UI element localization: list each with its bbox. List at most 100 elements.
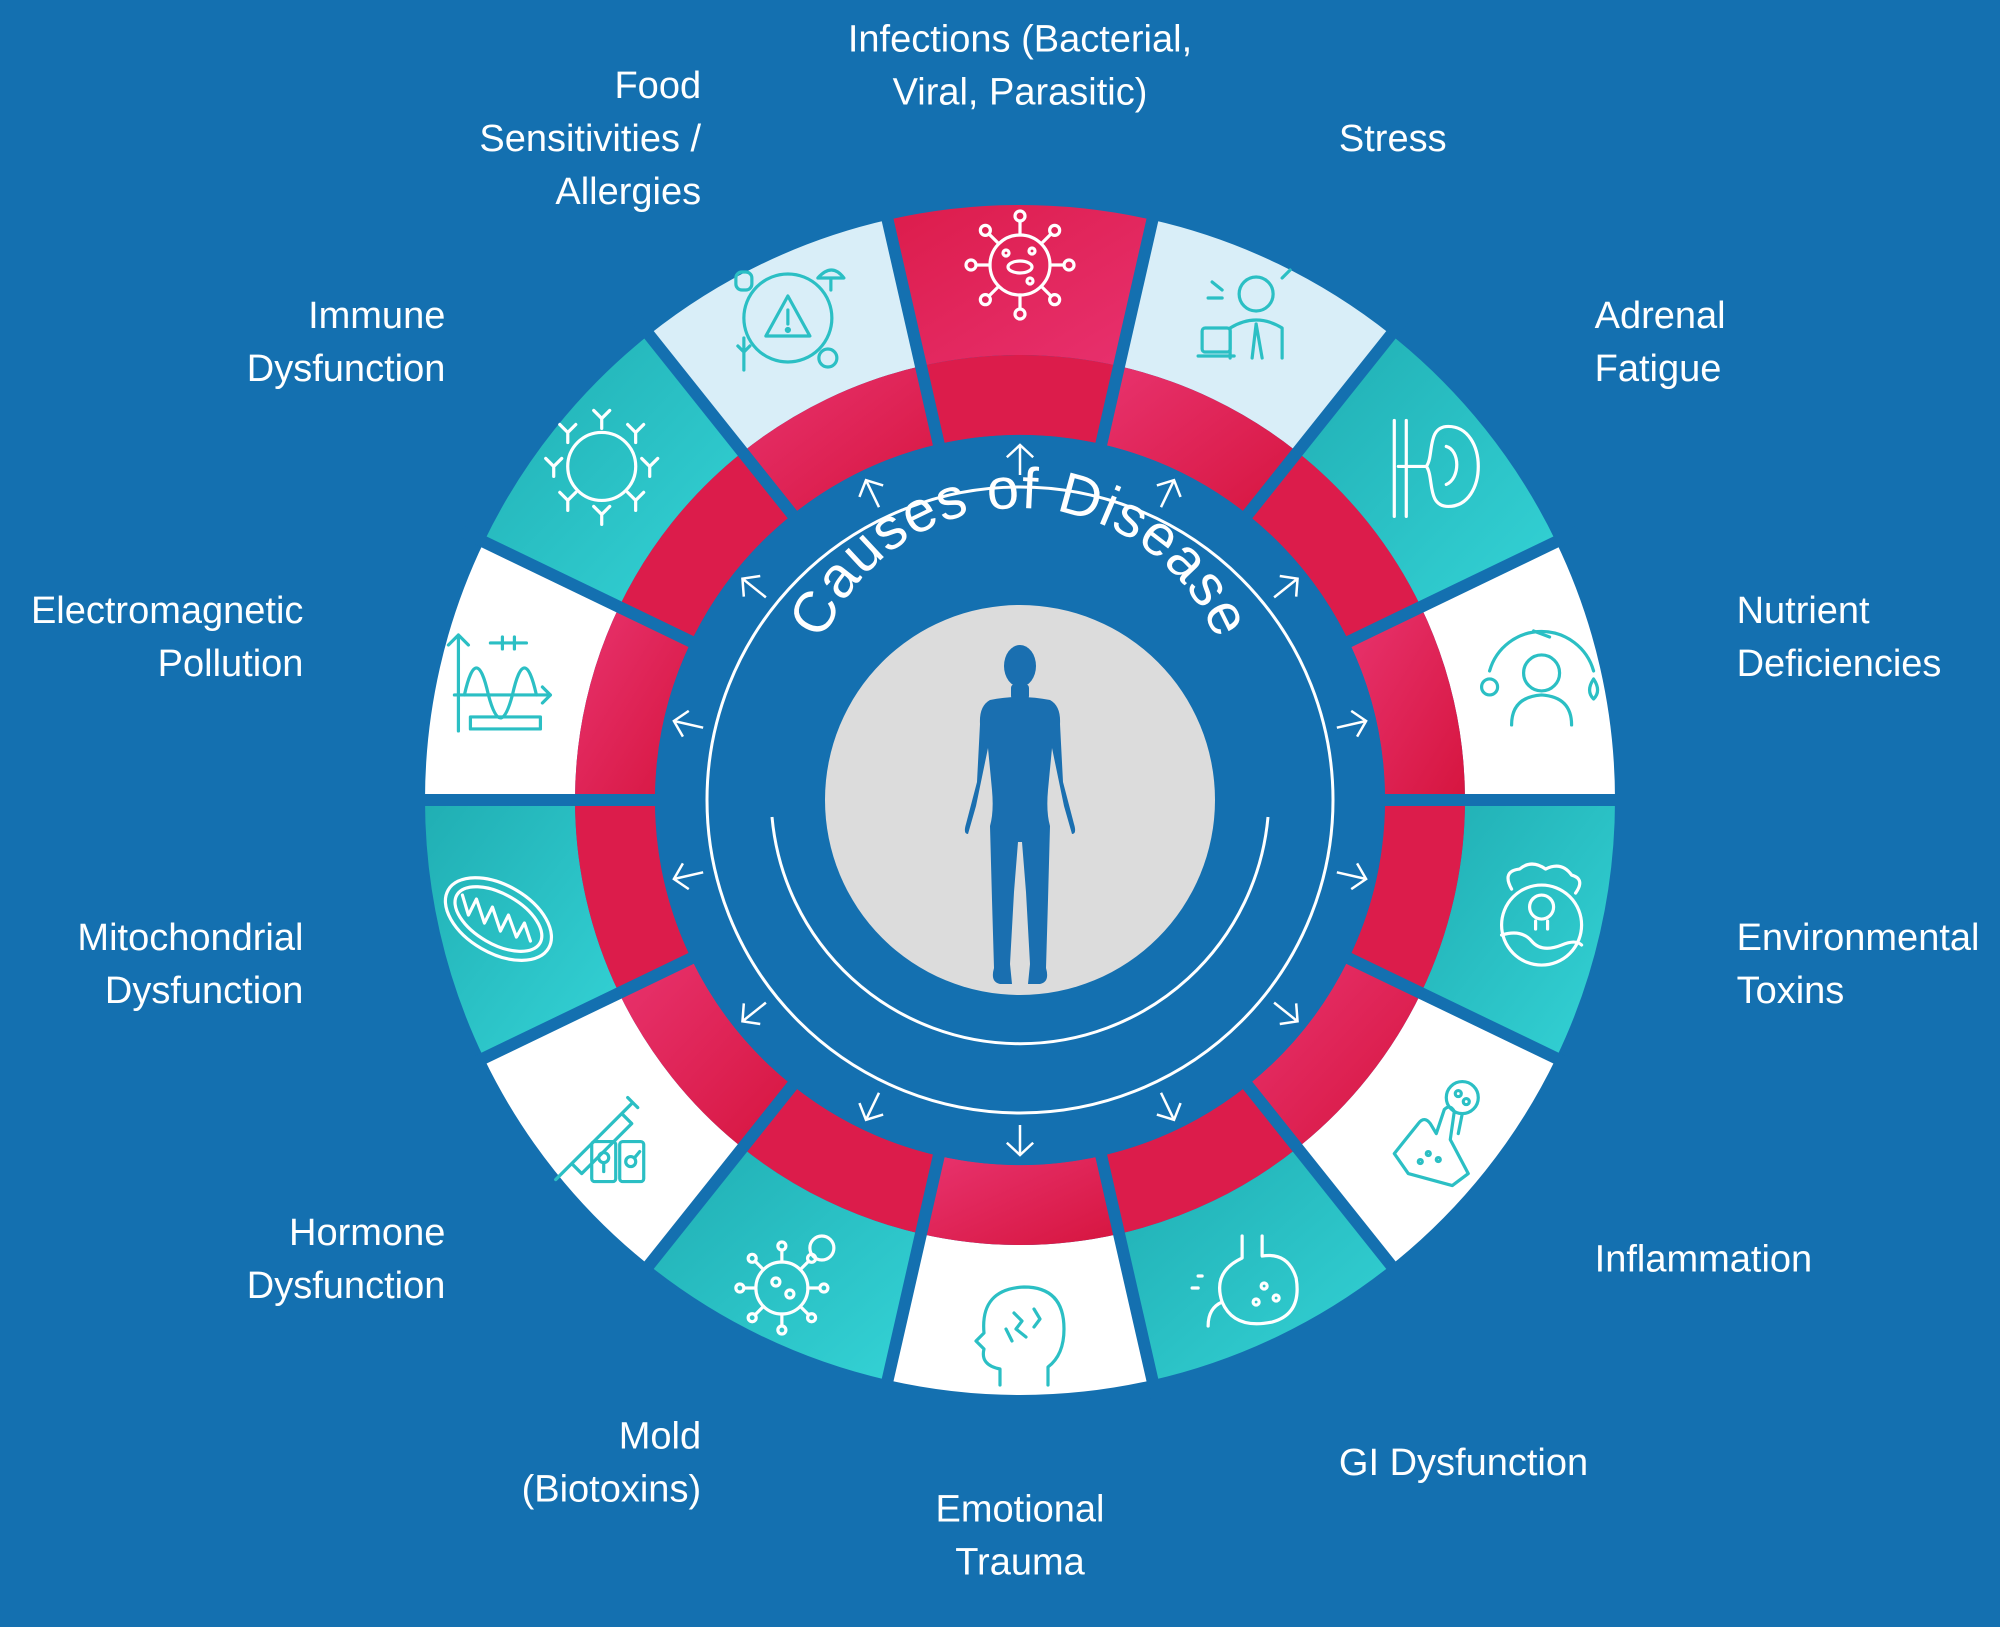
outward-arrow bbox=[673, 719, 704, 729]
hormone-syringe-icon bbox=[554, 1095, 646, 1184]
red-ring-band-food-allergy-warning bbox=[742, 366, 939, 515]
arrow-head bbox=[858, 478, 884, 498]
segment-separator bbox=[1094, 1149, 1164, 1406]
red-ring-band-stressed-person bbox=[1101, 366, 1298, 515]
outward-arrow bbox=[1273, 1001, 1299, 1023]
electromagnetic-wave-icon bbox=[446, 633, 553, 733]
arrow-head bbox=[672, 709, 690, 738]
red-ring-band-head-trauma bbox=[920, 1155, 1120, 1245]
cause-label-line: Viral, Parasitic) bbox=[893, 72, 1148, 114]
cause-label-line: Food bbox=[614, 65, 701, 107]
cause-label-line: Environmental bbox=[1737, 917, 1980, 959]
cause-tile-antibody-ring bbox=[483, 334, 743, 607]
red-ring-band-virus bbox=[920, 354, 1120, 445]
mitochondria-icon bbox=[443, 876, 554, 962]
red-ring-band-toxic-planet bbox=[1348, 800, 1465, 994]
stressed-person-icon bbox=[1196, 268, 1292, 360]
cause-label-line: Infections (Bacterial, bbox=[848, 19, 1192, 61]
cause-tile-inflamed-hand bbox=[1297, 993, 1557, 1266]
mold-spore-icon bbox=[734, 1234, 836, 1336]
cause-label-line: Trauma bbox=[955, 1542, 1085, 1584]
head-trauma-icon bbox=[974, 1285, 1066, 1387]
cause-label-line: Electromagnetic bbox=[31, 590, 303, 632]
cause-label-inflamed-hand: Inflammation bbox=[1595, 1238, 1813, 1280]
segment-separator bbox=[1239, 1077, 1412, 1289]
cause-label-line: Mold bbox=[619, 1416, 701, 1458]
segment-separator bbox=[876, 1149, 946, 1406]
kidney-icon bbox=[1392, 418, 1480, 519]
arrow-head bbox=[1279, 1003, 1299, 1026]
segment-separator bbox=[1094, 194, 1164, 451]
cause-label-line: Immune bbox=[308, 295, 445, 337]
red-ring-band-antibody-ring bbox=[619, 452, 793, 642]
cause-label-stressed-person: Stress bbox=[1339, 118, 1447, 160]
cause-label-line: Stress bbox=[1339, 118, 1447, 160]
segment-separator bbox=[1341, 950, 1582, 1075]
inner-white-ring bbox=[705, 485, 1335, 1115]
cause-label-line: Hormone bbox=[289, 1212, 445, 1254]
outward-arrow bbox=[741, 577, 767, 599]
food-allergy-warning-icon bbox=[734, 268, 846, 372]
cause-label-line: GI Dysfunction bbox=[1339, 1442, 1588, 1484]
cause-label-stomach: GI Dysfunction bbox=[1339, 1442, 1588, 1484]
virus-icon bbox=[964, 209, 1076, 321]
cause-label-line: Dysfunction bbox=[247, 1265, 446, 1307]
cause-label-line: Deficiencies bbox=[1737, 643, 1942, 685]
red-ring-band-stomach bbox=[1101, 1085, 1298, 1234]
toxic-planet-icon bbox=[1499, 862, 1584, 967]
segment-separator bbox=[628, 311, 801, 523]
human-silhouette-icon bbox=[964, 645, 1076, 984]
cause-icons bbox=[443, 209, 1600, 1387]
stomach-icon bbox=[1190, 1234, 1299, 1328]
segment-separator bbox=[628, 1077, 801, 1289]
arrow-head bbox=[1350, 709, 1368, 738]
cause-tile-stomach bbox=[1119, 1147, 1391, 1381]
outward-arrow bbox=[864, 479, 881, 508]
outward-arrow bbox=[1273, 577, 1299, 599]
red-ring-band-mitochondria bbox=[575, 800, 692, 994]
outward-arrows bbox=[672, 443, 1368, 1157]
cause-label-line: Emotional bbox=[936, 1489, 1105, 1531]
cause-tile-toxic-planet bbox=[1420, 800, 1615, 1059]
nutrition-person-icon bbox=[1479, 629, 1600, 727]
arrow-head bbox=[741, 574, 761, 597]
cause-label-line: Sensitivities / bbox=[479, 118, 701, 160]
cause-tile-hormone-syringe bbox=[483, 993, 743, 1266]
cause-label-line: Dysfunction bbox=[247, 348, 446, 390]
segment-separator bbox=[1341, 525, 1582, 650]
antibody-ring-icon bbox=[544, 408, 660, 527]
cause-label-line: Pollution bbox=[158, 643, 304, 685]
cause-tile-virus bbox=[887, 204, 1153, 367]
cause-label-line: Dysfunction bbox=[105, 970, 304, 1012]
segment-separator bbox=[1239, 311, 1412, 523]
cause-label-mold-spore: Mold (Biotoxins) bbox=[522, 1416, 702, 1511]
red-ring-band-electromagnetic-wave bbox=[575, 606, 692, 800]
red-ring-band-inflamed-hand bbox=[1247, 958, 1421, 1148]
cause-label-line: Fatigue bbox=[1595, 348, 1722, 390]
arrow-head bbox=[1005, 1141, 1035, 1157]
cause-label-line: (Biotoxins) bbox=[522, 1469, 702, 1511]
outward-arrow bbox=[1159, 1092, 1176, 1121]
arrow-head bbox=[741, 1003, 761, 1026]
cause-label-line: Toxins bbox=[1737, 970, 1845, 1012]
arrow-head bbox=[1005, 443, 1035, 459]
outward-arrow bbox=[1336, 871, 1367, 881]
segment-separator bbox=[458, 525, 699, 650]
cause-label-line: Nutrient bbox=[1737, 590, 1870, 632]
arrow-head bbox=[858, 1102, 884, 1122]
red-ring-band-hormone-syringe bbox=[619, 958, 793, 1148]
cause-tile-nutrition-person bbox=[1420, 541, 1616, 800]
inner-red-ring bbox=[575, 354, 1465, 1245]
inflamed-hand-icon bbox=[1392, 1079, 1480, 1188]
outward-arrow bbox=[1336, 719, 1367, 729]
segment-separators bbox=[400, 194, 1640, 1406]
outward-arrow bbox=[864, 1092, 881, 1121]
arrow-head bbox=[1279, 574, 1299, 597]
